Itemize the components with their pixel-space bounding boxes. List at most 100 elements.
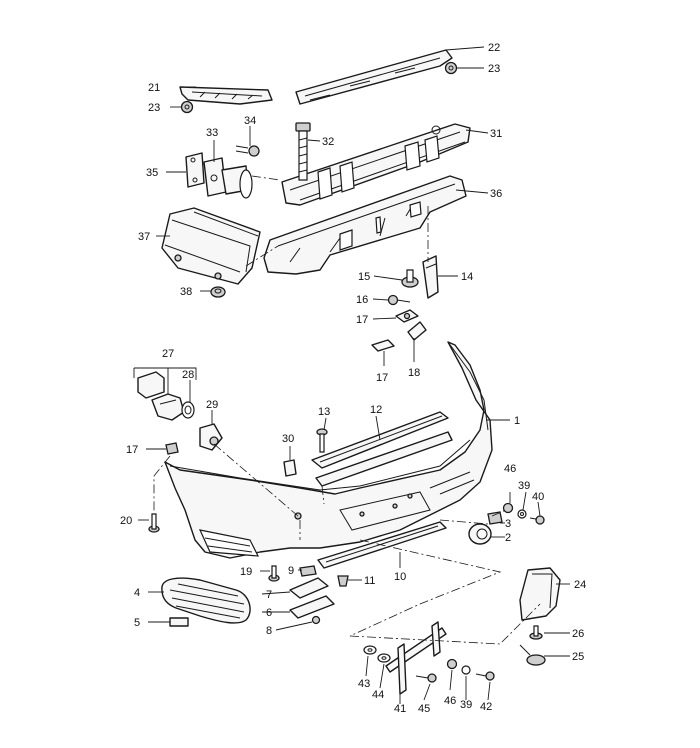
part-3-bracket <box>487 511 503 525</box>
callout-20: 20 <box>120 515 132 527</box>
callout-27: 27 <box>162 348 174 360</box>
callout-22: 22 <box>488 42 500 54</box>
part-19-screw <box>268 565 280 582</box>
callout-30: 30 <box>282 433 294 445</box>
part-45-screw <box>415 673 437 683</box>
callout-26: 26 <box>572 628 584 640</box>
part-1-bumper-cover <box>164 341 493 559</box>
callout-29: 29 <box>206 399 218 411</box>
part-41-bracket <box>385 621 447 695</box>
callout-35: 35 <box>146 167 158 179</box>
part-37-absorber-block <box>161 207 261 285</box>
part-39-washer-right <box>517 509 527 519</box>
callout-41: 41 <box>394 703 406 715</box>
callout-labels: 22 23 21 23 34 33 32 31 35 36 37 15 14 3… <box>120 42 586 715</box>
part-40-screw <box>529 515 545 525</box>
callout-14: 14 <box>461 271 473 283</box>
callout-8: 8 <box>266 625 272 637</box>
callout-39-right: 39 <box>518 480 530 492</box>
part-20-screw <box>148 513 160 533</box>
part-15-screw <box>401 269 419 288</box>
callout-21: 21 <box>148 82 160 94</box>
callout-13: 13 <box>318 406 330 418</box>
callout-38: 38 <box>180 286 192 298</box>
part-23-nut-top <box>444 61 458 75</box>
callout-6: 6 <box>266 607 272 619</box>
part-35-mounting-plate <box>185 152 205 188</box>
part-13-screw <box>316 428 328 453</box>
part-43-washer <box>363 645 377 655</box>
callout-33: 33 <box>206 127 218 139</box>
callout-32: 32 <box>322 136 334 148</box>
callout-23-right: 23 <box>488 63 500 75</box>
part-22-reinforcement-bar <box>295 49 453 105</box>
part-31-bumper-carrier <box>281 123 471 206</box>
part-44-washer <box>377 653 391 663</box>
part-4-side-grille <box>161 577 251 624</box>
part-17-clip-middle <box>371 339 395 352</box>
callout-25: 25 <box>572 651 584 663</box>
part-42-screw <box>475 671 495 681</box>
part-39-washer-bottom <box>461 665 471 675</box>
part-25-hook <box>519 644 546 666</box>
callout-39-bottom: 39 <box>460 699 472 711</box>
callout-34: 34 <box>244 115 256 127</box>
callout-31: 31 <box>490 128 502 140</box>
callout-17-middle: 17 <box>376 372 388 384</box>
callout-46-right: 46 <box>504 463 516 475</box>
callout-40: 40 <box>532 491 544 503</box>
part-17-clip-left <box>165 442 179 455</box>
part-29-sensor <box>199 423 223 451</box>
part-23-nut-left <box>180 100 194 114</box>
leader-lines <box>133 46 570 704</box>
part-21-bracket <box>179 86 273 105</box>
callout-45: 45 <box>418 703 430 715</box>
part-24-cover <box>519 567 561 621</box>
part-9-clip <box>299 565 317 577</box>
part-2-cap <box>468 523 492 545</box>
part-17-clip-upper <box>395 309 419 323</box>
part-30-cap <box>283 459 297 477</box>
callout-23-left: 23 <box>148 102 160 114</box>
callout-18: 18 <box>408 367 420 379</box>
callout-37: 37 <box>138 231 150 243</box>
callout-36: 36 <box>490 188 502 200</box>
part-5-clip <box>169 617 189 627</box>
callout-2: 2 <box>505 532 511 544</box>
callout-3: 3 <box>505 518 511 530</box>
part-33-bracket <box>203 157 253 199</box>
part-46-nut-right <box>502 502 514 514</box>
callout-11: 11 <box>364 575 375 587</box>
callout-46-bottom: 46 <box>444 695 456 707</box>
callout-16: 16 <box>356 294 368 306</box>
callout-42: 42 <box>480 701 492 713</box>
callout-7: 7 <box>266 589 272 601</box>
part-14-bracket <box>422 255 439 299</box>
callout-24: 24 <box>574 579 586 591</box>
part-32-bolt <box>295 122 311 181</box>
callout-9: 9 <box>288 565 294 577</box>
part-7-bracket <box>289 577 329 599</box>
part-46-nut-bottom <box>446 658 458 670</box>
callout-4: 4 <box>134 587 140 599</box>
part-16-screw <box>387 294 411 306</box>
callout-28: 28 <box>182 369 194 381</box>
callout-44: 44 <box>372 689 384 701</box>
callout-17-left: 17 <box>126 444 138 456</box>
callout-19: 19 <box>240 566 252 578</box>
callout-15: 15 <box>358 271 370 283</box>
assembly-lines <box>153 175 541 645</box>
callout-10: 10 <box>394 571 406 583</box>
part-18-bracket <box>407 321 427 341</box>
callout-17-upper: 17 <box>356 314 368 326</box>
part-34-screw <box>235 145 260 157</box>
part-11-clip <box>337 575 349 587</box>
part-8-clip <box>311 615 321 625</box>
part-27-sensor-block <box>137 371 185 421</box>
part-38-nut <box>210 286 226 298</box>
callout-12: 12 <box>370 404 382 416</box>
callout-1: 1 <box>514 415 520 427</box>
callout-5: 5 <box>134 617 140 629</box>
callout-43: 43 <box>358 678 370 690</box>
